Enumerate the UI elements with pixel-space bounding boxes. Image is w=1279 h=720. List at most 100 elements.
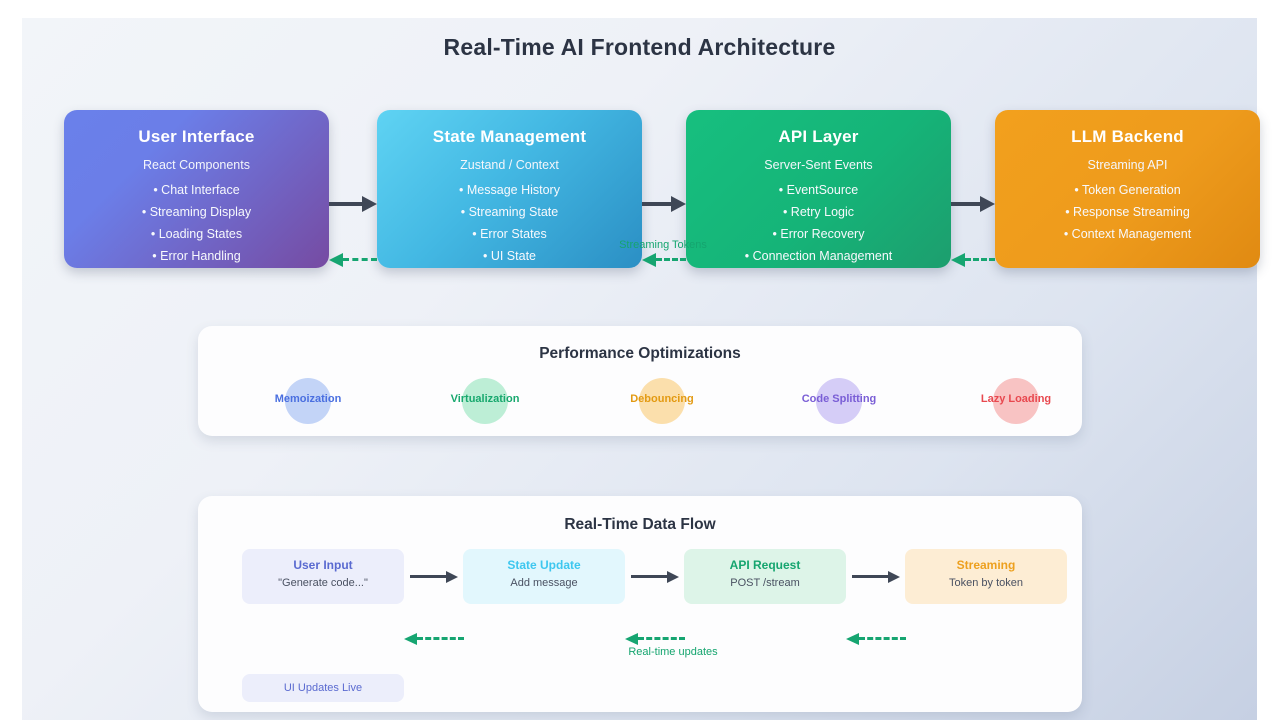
flow-step-state-update[interactable]: State Update Add message [463, 549, 625, 604]
flow-step-subtitle: Token by token [949, 577, 1023, 589]
flow-step-streaming[interactable]: Streaming Token by token [905, 549, 1067, 604]
layer-item: • Streaming State [460, 205, 559, 219]
flow-arrow-state-to-api [631, 571, 679, 583]
arrow-head-icon [951, 253, 965, 267]
arrow-head-icon [846, 633, 859, 645]
performance-item-debouncing[interactable]: Debouncing [582, 375, 742, 433]
performance-item-virtualization[interactable]: Virtualization [405, 375, 565, 433]
layer-item-list: • Message History • Streaming State • Er… [377, 179, 642, 267]
layer-item: • EventSource [778, 183, 859, 197]
performance-item-row: Memoization Virtualization Debouncing Co… [198, 375, 1082, 433]
performance-item-label: Code Splitting [801, 393, 877, 405]
arrow-shaft [859, 637, 906, 640]
real-time-data-flow-panel: Real-Time Data Flow User Input "Generate… [198, 496, 1082, 712]
circle-icon [993, 378, 1039, 424]
return-arrow-state-to-ui [329, 253, 377, 267]
flow-step-title: User Input [293, 558, 353, 572]
layer-item: • Chat Interface [153, 183, 240, 197]
performance-item-label: Memoization [274, 393, 342, 405]
return-arrow-api-to-state [642, 253, 686, 267]
ui-updates-live-box[interactable]: UI Updates Live [242, 674, 404, 702]
layer-item-list: • Token Generation • Response Streaming … [995, 179, 1260, 245]
arrow-shaft [642, 202, 671, 206]
layer-item: • Token Generation [1074, 183, 1181, 197]
layer-title: API Layer [778, 127, 859, 146]
diagram-canvas: Real-Time AI Frontend Architecture User … [22, 18, 1260, 720]
arrow-shaft [631, 575, 667, 578]
layer-item: • Context Management [1063, 227, 1192, 241]
page-title: Real-Time AI Frontend Architecture [443, 34, 836, 60]
layer-item: • Error Recovery [772, 227, 865, 241]
arrow-shaft [329, 202, 362, 206]
arrow-shaft [638, 637, 685, 640]
layer-subtitle: React Components [142, 158, 250, 172]
arrow-head-icon [404, 633, 417, 645]
arrow-shaft [965, 258, 995, 261]
layer-item: • Message History [459, 183, 560, 197]
ui-updates-live-label: UI Updates Live [283, 682, 363, 694]
performance-panel-title: Performance Optimizations [539, 345, 741, 362]
layer-card-state-management[interactable]: State Management Zustand / Context • Mes… [377, 110, 642, 268]
layer-item: • UI State [482, 249, 536, 263]
performance-item-label: Lazy Loading [980, 393, 1052, 405]
flow-return-arrow-3 [846, 633, 906, 645]
flow-step-title: State Update [507, 558, 581, 572]
circle-icon [462, 378, 508, 424]
arrow-api-to-llm [951, 196, 995, 212]
arrow-head-icon [888, 571, 900, 583]
flow-return-arrow-2 [625, 633, 685, 645]
flow-step-subtitle: POST /stream [730, 577, 800, 589]
layer-item-list: • EventSource • Retry Logic • Error Reco… [686, 179, 951, 267]
data-flow-panel-title: Real-Time Data Flow [564, 516, 716, 533]
arrow-shaft [951, 202, 980, 206]
arrow-head-icon [329, 253, 343, 267]
circle-icon [639, 378, 685, 424]
flow-step-user-input[interactable]: User Input "Generate code..." [242, 549, 404, 604]
arrow-shaft [343, 258, 377, 261]
performance-item-memoization[interactable]: Memoization [228, 375, 388, 433]
layer-item: • Streaming Display [141, 205, 252, 219]
layer-card-api-layer[interactable]: API Layer Server-Sent Events • EventSour… [686, 110, 951, 268]
arrow-shaft [417, 637, 464, 640]
layer-title: LLM Backend [1071, 127, 1184, 146]
performance-item-lazy-loading[interactable]: Lazy Loading [936, 375, 1096, 433]
flow-step-subtitle: Add message [510, 577, 578, 589]
arrow-head-icon [980, 196, 995, 212]
layer-title: State Management [432, 127, 587, 146]
circle-icon [816, 378, 862, 424]
arrow-head-icon [625, 633, 638, 645]
streaming-tokens-label: Streaming Tokens [619, 239, 707, 251]
return-arrow-llm-to-api [951, 253, 995, 267]
layer-card-llm-backend[interactable]: LLM Backend Streaming API • Token Genera… [995, 110, 1260, 268]
layer-item: • Connection Management [744, 249, 893, 263]
performance-item-label: Virtualization [450, 393, 520, 405]
circle-icon [285, 378, 331, 424]
performance-item-label: Debouncing [630, 393, 694, 405]
performance-optimizations-panel: Performance Optimizations Memoization Vi… [198, 326, 1082, 436]
layer-subtitle: Zustand / Context [460, 158, 559, 172]
flow-step-title: Streaming [956, 558, 1016, 572]
arrow-head-icon [671, 196, 686, 212]
layer-card-user-interface[interactable]: User Interface React Components • Chat I… [64, 110, 329, 268]
layer-subtitle: Server-Sent Events [764, 158, 873, 172]
layer-title: User Interface [138, 127, 255, 146]
flow-step-api-request[interactable]: API Request POST /stream [684, 549, 846, 604]
layer-item: • Loading States [150, 227, 243, 241]
layer-subtitle: Streaming API [1087, 158, 1168, 172]
flow-arrow-input-to-state [410, 571, 458, 583]
arrow-shaft [852, 575, 888, 578]
arrow-shaft [656, 258, 686, 261]
arrow-head-icon [642, 253, 656, 267]
flow-return-arrow-1 [404, 633, 464, 645]
performance-item-code-splitting[interactable]: Code Splitting [759, 375, 919, 433]
flow-step-title: API Request [729, 558, 801, 572]
flow-arrow-api-to-streaming [852, 571, 900, 583]
layer-item: • Error Handling [152, 249, 241, 263]
layer-item: • Response Streaming [1065, 205, 1190, 219]
layer-item: • Error States [472, 227, 547, 241]
arrow-state-to-api [642, 196, 686, 212]
arrow-head-icon [362, 196, 377, 212]
flow-step-subtitle: "Generate code..." [278, 577, 368, 589]
layer-item-list: • Chat Interface • Streaming Display • L… [64, 179, 329, 267]
layer-item: • Retry Logic [782, 205, 855, 219]
